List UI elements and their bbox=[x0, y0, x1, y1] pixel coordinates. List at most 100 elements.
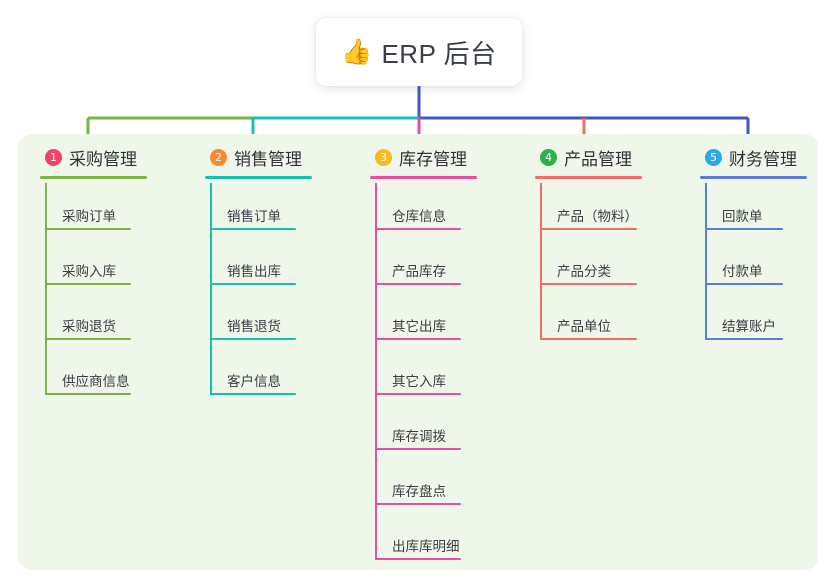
branch-item[interactable]: 库存盘点 bbox=[370, 458, 467, 513]
branch-item[interactable]: 出库库明细 bbox=[370, 513, 467, 568]
branch-item-label: 库存调拨 bbox=[392, 429, 446, 444]
branch-underline bbox=[370, 176, 477, 179]
branch-item-underline bbox=[45, 338, 131, 340]
branch-column-1: 1 采购管理采购订单采购入库采购退货供应商信息 bbox=[40, 140, 147, 403]
thumbs-up-icon: 👍 bbox=[341, 37, 373, 66]
branch-title: 财务管理 bbox=[729, 149, 797, 169]
branch-item[interactable]: 销售订单 bbox=[205, 183, 302, 238]
root-node[interactable]: 👍 ERP 后台 bbox=[316, 18, 522, 86]
branch-item-list: 仓库信息产品库存其它出库其它入库库存调拨库存盘点出库库明细 bbox=[370, 183, 467, 568]
branch-item-list: 采购订单采购入库采购退货供应商信息 bbox=[40, 183, 137, 403]
branch-header-5[interactable]: 5 财务管理 bbox=[700, 140, 807, 179]
root-title: ERP 后台 bbox=[381, 38, 497, 69]
branches-panel bbox=[18, 134, 818, 570]
branch-item-underline bbox=[210, 393, 296, 395]
branch-item[interactable]: 其它出库 bbox=[370, 293, 467, 348]
branch-item-label: 客户信息 bbox=[227, 374, 281, 389]
branch-item-underline bbox=[705, 228, 783, 230]
branch-header-1[interactable]: 1 采购管理 bbox=[40, 140, 147, 179]
branch-spine bbox=[540, 183, 542, 340]
branch-item[interactable]: 产品分类 bbox=[535, 238, 637, 293]
branch-spine bbox=[705, 183, 707, 340]
branch-item-underline bbox=[540, 338, 637, 340]
branch-title: 采购管理 bbox=[69, 149, 137, 169]
branch-item-label: 库存盘点 bbox=[392, 484, 446, 499]
branch-item-list: 回款单付款单结算账户 bbox=[700, 183, 797, 348]
branch-spine bbox=[210, 183, 212, 395]
branch-item-underline bbox=[210, 338, 296, 340]
branch-item[interactable]: 采购入库 bbox=[40, 238, 137, 293]
branch-item-label: 出库库明细 bbox=[392, 539, 460, 554]
branch-item-label: 产品库存 bbox=[392, 264, 446, 279]
branch-item-label: 采购入库 bbox=[62, 264, 116, 279]
branch-item[interactable]: 采购退货 bbox=[40, 293, 137, 348]
branch-item-label: 采购订单 bbox=[62, 209, 116, 224]
branch-item[interactable]: 产品单位 bbox=[535, 293, 637, 348]
branch-index-badge: 3 bbox=[375, 148, 392, 166]
branch-item[interactable]: 产品库存 bbox=[370, 238, 467, 293]
branch-item-underline bbox=[375, 503, 461, 505]
branch-item-label: 采购退货 bbox=[62, 319, 116, 334]
branch-underline bbox=[40, 176, 147, 179]
branch-underline bbox=[205, 176, 312, 179]
branch-item-underline bbox=[375, 228, 461, 230]
branch-item-label: 产品分类 bbox=[557, 264, 611, 279]
branch-index-badge: 4 bbox=[540, 148, 557, 166]
branch-item-underline bbox=[45, 283, 131, 285]
branch-item-label: 其它入库 bbox=[392, 374, 446, 389]
branch-item-label: 结算账户 bbox=[722, 319, 776, 334]
branch-item-underline bbox=[705, 338, 783, 340]
branch-underline bbox=[700, 176, 807, 179]
branch-item-label: 回款单 bbox=[722, 209, 763, 224]
branch-item-underline bbox=[375, 338, 461, 340]
branch-item-underline bbox=[705, 283, 783, 285]
branch-column-3: 3 库存管理仓库信息产品库存其它出库其它入库库存调拨库存盘点出库库明细 bbox=[370, 140, 477, 568]
branch-item[interactable]: 仓库信息 bbox=[370, 183, 467, 238]
branch-spine bbox=[375, 183, 377, 560]
branch-item-label: 仓库信息 bbox=[392, 209, 446, 224]
branch-header-3[interactable]: 3 库存管理 bbox=[370, 140, 477, 179]
branch-item[interactable]: 销售出库 bbox=[205, 238, 302, 293]
branch-header-4[interactable]: 4 产品管理 bbox=[535, 140, 642, 179]
branch-item[interactable]: 产品（物料） bbox=[535, 183, 638, 238]
branch-item-label: 产品单位 bbox=[557, 319, 611, 334]
branch-item[interactable]: 库存调拨 bbox=[370, 403, 467, 458]
branch-item-underline bbox=[540, 283, 637, 285]
branch-item-list: 产品（物料） 产品分类产品单位 bbox=[535, 183, 638, 348]
branch-item[interactable]: 客户信息 bbox=[205, 348, 302, 403]
branch-item-label: 销售退货 bbox=[227, 319, 281, 334]
branch-item[interactable]: 供应商信息 bbox=[40, 348, 137, 403]
branch-column-4: 4 产品管理产品（物料） 产品分类产品单位 bbox=[535, 140, 642, 348]
branch-item[interactable]: 采购订单 bbox=[40, 183, 137, 238]
branch-item[interactable]: 其它入库 bbox=[370, 348, 467, 403]
branch-item-underline bbox=[540, 228, 637, 230]
branch-spine bbox=[45, 183, 47, 395]
branch-item-underline bbox=[375, 558, 461, 560]
branch-item-underline bbox=[375, 283, 461, 285]
branch-item-underline bbox=[45, 228, 131, 230]
branch-item-underline bbox=[45, 393, 131, 395]
branch-index-badge: 1 bbox=[45, 148, 62, 166]
branch-item[interactable]: 销售退货 bbox=[205, 293, 302, 348]
branch-item[interactable]: 结算账户 bbox=[700, 293, 797, 348]
branch-item-label: 其它出库 bbox=[392, 319, 446, 334]
branch-underline bbox=[535, 176, 642, 179]
branch-column-5: 5 财务管理回款单付款单结算账户 bbox=[700, 140, 807, 348]
branch-item-underline bbox=[375, 448, 461, 450]
branch-item-label: 供应商信息 bbox=[62, 374, 130, 389]
branch-item-label: 付款单 bbox=[722, 264, 763, 279]
branch-item-underline bbox=[210, 228, 296, 230]
branch-index-badge: 5 bbox=[705, 148, 722, 166]
branch-title: 产品管理 bbox=[564, 149, 632, 169]
branch-title: 库存管理 bbox=[399, 149, 467, 169]
branch-item[interactable]: 付款单 bbox=[700, 238, 797, 293]
branch-item-list: 销售订单销售出库销售退货客户信息 bbox=[205, 183, 302, 403]
branch-title: 销售管理 bbox=[234, 149, 302, 169]
branch-item-underline bbox=[375, 393, 461, 395]
branch-item-underline bbox=[210, 283, 296, 285]
branch-item[interactable]: 回款单 bbox=[700, 183, 797, 238]
branch-item-label: 产品（物料） bbox=[557, 209, 638, 224]
